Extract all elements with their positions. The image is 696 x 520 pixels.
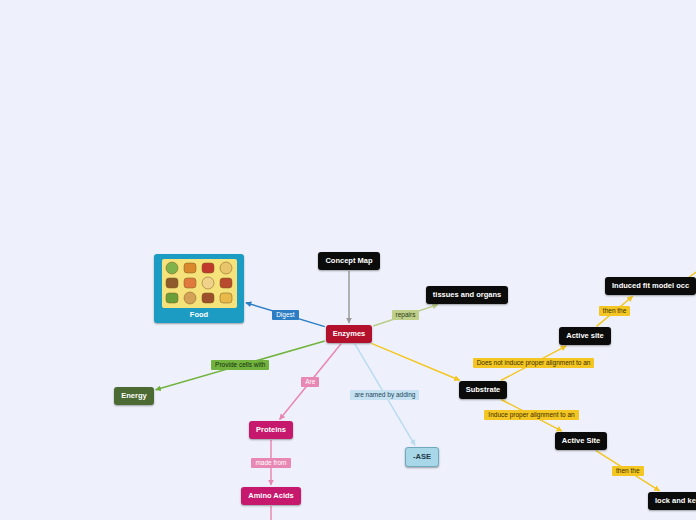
node-label: Concept Map — [325, 256, 372, 266]
node-label: Active Site — [562, 436, 600, 446]
edge-label: Does not induce proper alignment to an — [473, 358, 595, 368]
edge-label: made from — [251, 458, 290, 468]
node-label: Energy — [121, 391, 146, 401]
node-label: tissues and organs — [433, 290, 501, 300]
concept-box: Substrate — [459, 381, 508, 399]
node-label: Amino Acids — [248, 491, 294, 501]
concept-box: Induced fit model occ — [605, 277, 696, 295]
edge-label: Induce proper alignment to an — [484, 410, 578, 420]
edge-label: are named by adding — [350, 390, 419, 400]
continuing-line — [270, 506, 272, 520]
node-label: Food — [154, 310, 244, 320]
central-box: Enzymes — [326, 325, 373, 343]
concept-box: Proteins — [249, 421, 293, 439]
title-box: Concept Map — [318, 252, 379, 270]
concept-box: lock and ke — [648, 492, 696, 510]
image-box: Food — [154, 254, 244, 323]
node-label: Substrate — [466, 385, 501, 395]
connector — [596, 451, 660, 491]
edge-label: then the — [612, 466, 644, 476]
connector — [156, 341, 325, 390]
connector — [348, 271, 350, 323]
connector — [246, 303, 325, 327]
connector — [371, 343, 459, 380]
node-label: Induced fit model occ — [612, 281, 689, 291]
concept-box: -ASE — [405, 447, 439, 467]
concept-box: Active Site — [555, 432, 607, 450]
edge-label: Provide cells with — [211, 360, 269, 370]
node-label: Active site — [566, 331, 604, 341]
concept-box: Active site — [559, 327, 611, 345]
connector — [597, 296, 633, 326]
concept-box: Amino Acids — [241, 487, 301, 505]
concept-box: Energy — [114, 387, 153, 405]
edge-label: then the — [599, 306, 631, 316]
connector — [280, 344, 341, 420]
node-label: Proteins — [256, 425, 286, 435]
edge-label: repairs — [392, 310, 420, 320]
concept-box: tissues and organs — [426, 286, 508, 304]
node-label: Enzymes — [333, 329, 366, 339]
connector — [373, 305, 438, 326]
edge-label: Are — [301, 377, 319, 387]
edge-label: Digest — [272, 310, 298, 320]
node-label: -ASE — [413, 452, 431, 462]
node-label: lock and ke — [655, 496, 696, 506]
